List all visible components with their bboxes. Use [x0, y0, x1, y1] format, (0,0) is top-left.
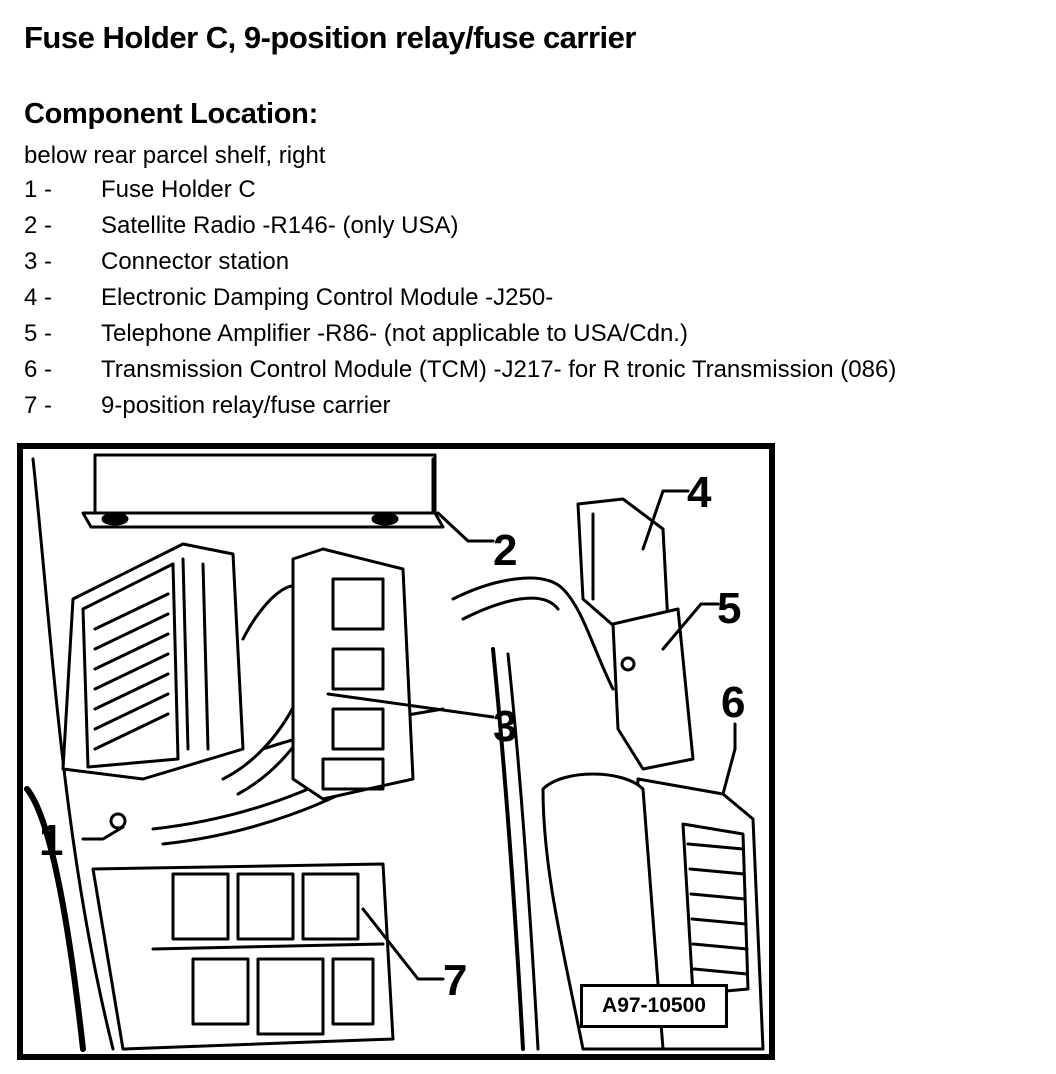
page-title: Fuse Holder C, 9-position relay/fuse car…: [24, 20, 636, 55]
legend-number: 5 -: [24, 320, 53, 347]
callout-1: 1: [39, 816, 64, 865]
legend-item: 3 - Connector station: [24, 248, 896, 284]
figure-reference-label: A97-10500: [580, 984, 728, 1028]
legend-label: Connector station: [101, 248, 290, 275]
section-heading: Component Location:: [24, 98, 318, 130]
legend-label: Transmission Control Module (TCM) -J217-…: [101, 356, 897, 383]
legend-item: 1 - Fuse Holder C: [24, 176, 896, 212]
legend-label: Satellite Radio -R146- (only USA): [101, 212, 459, 239]
legend-number: 1 -: [24, 176, 53, 203]
legend-label: Electronic Damping Control Module -J250-: [101, 284, 554, 311]
legend-label: Fuse Holder C: [101, 176, 256, 203]
callout-6: 6: [721, 678, 746, 727]
amplifier-shape: [611, 607, 695, 771]
relay-carrier-shape: [91, 862, 395, 1051]
legend-number: 4 -: [24, 284, 53, 311]
legend-number: 6 -: [24, 356, 53, 383]
legend-item: 7 - 9-position relay/fuse carrier: [24, 392, 896, 428]
legend-item: 6 - Transmission Control Module (TCM) -J2…: [24, 356, 896, 392]
location-text: below rear parcel shelf, right: [24, 142, 326, 169]
line-drawing: [24, 453, 765, 1052]
legend-item: 5 - Telephone Amplifier -R86- (not applic…: [24, 320, 896, 356]
legend-item: 4 - Electronic Damping Control Module -J2…: [24, 284, 896, 320]
callout-leaders: [81, 489, 737, 981]
legend-label: 9-position relay/fuse carrier: [101, 392, 391, 419]
legend-number: 2 -: [24, 212, 53, 239]
callout-3: 3: [493, 702, 518, 751]
component-location-figure: 1 2 3 4 5 6 7 A97-10500: [17, 443, 775, 1060]
fuse-holder-shape: [61, 542, 245, 830]
callout-5: 5: [717, 584, 742, 633]
callout-7: 7: [443, 956, 468, 1005]
callout-4: 4: [687, 468, 712, 517]
connector-station-shape: [291, 547, 415, 801]
callout-2: 2: [493, 526, 518, 575]
legend-item: 2 - Satellite Radio -R146- (only USA): [24, 212, 896, 248]
component-legend: 1 - Fuse Holder C 2 - Satellite Radio -R14…: [24, 176, 896, 428]
legend-number: 7 -: [24, 392, 53, 419]
legend-number: 3 -: [24, 248, 53, 275]
parcel-shelf-edge: [31, 457, 115, 1051]
legend-label: Telephone Amplifier -R86- (not applicabl…: [101, 320, 688, 347]
satellite-radio-shape: [81, 453, 445, 529]
